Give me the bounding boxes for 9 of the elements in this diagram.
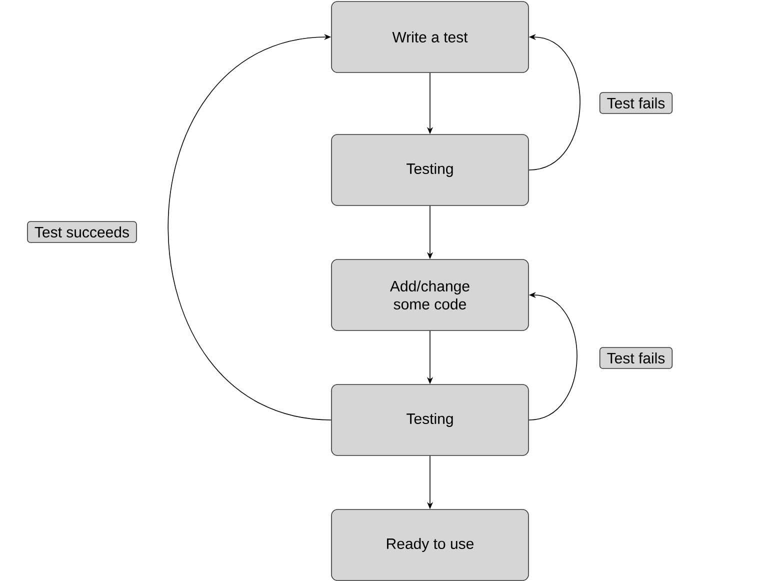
edge-label: Test fails [599, 347, 673, 369]
process-box: Ready to use [331, 509, 529, 581]
process-box: Write a test [331, 1, 529, 73]
process-box: Add/change some code [331, 259, 529, 331]
edge-label: Test succeeds [27, 221, 137, 243]
process-box: Testing [331, 134, 529, 206]
edge-label: Test fails [599, 92, 673, 114]
arrow [168, 34, 332, 420]
process-box: Testing [331, 384, 529, 456]
